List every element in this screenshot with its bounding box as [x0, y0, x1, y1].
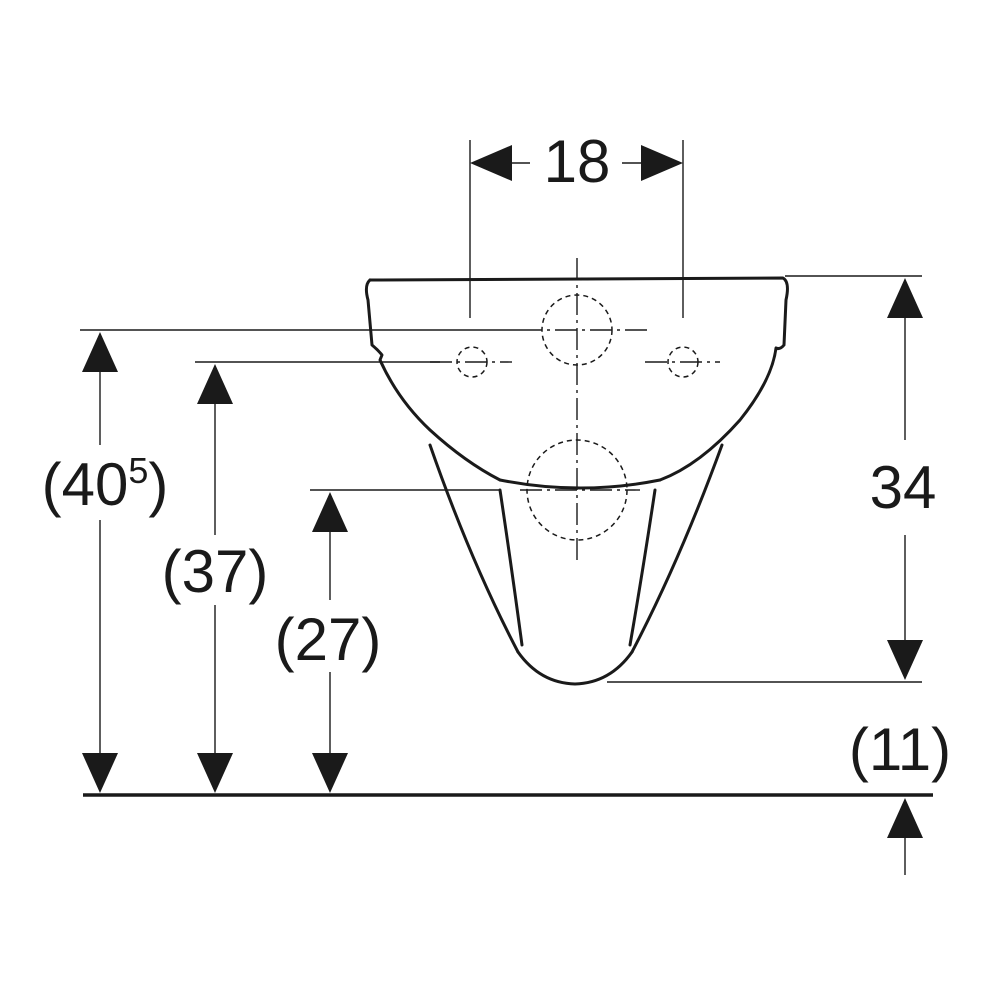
label-27: (27) — [275, 606, 382, 673]
label-37: (37) — [162, 538, 269, 605]
mounting-holes — [430, 258, 720, 562]
dimension-18: 18 — [469, 128, 684, 318]
toilet-outline — [364, 276, 789, 686]
label-11: (11) — [849, 716, 951, 783]
dimension-11: (11) — [849, 716, 951, 875]
dimension-34: 34 — [607, 275, 937, 683]
dimension-27: (27) — [275, 489, 500, 793]
dimension-40-5: (405) — [42, 329, 520, 793]
label-18: 18 — [544, 128, 611, 195]
label-40-5: (405) — [42, 450, 169, 518]
dimension-37: (37) — [162, 361, 440, 793]
label-34: 34 — [870, 454, 937, 521]
